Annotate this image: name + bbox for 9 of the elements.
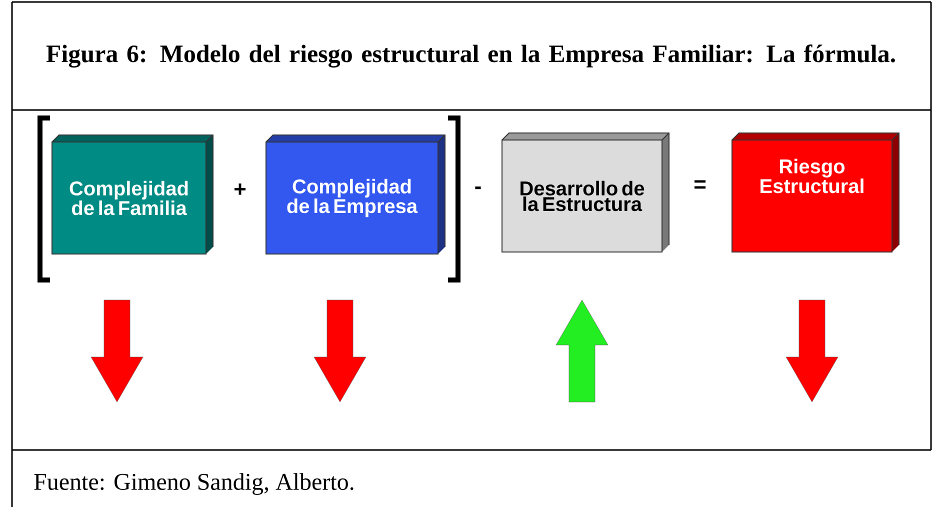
figure-title: Figura 6: Modelo del riesgo estructural en la Empresa Familiar: La fórmula. [46, 44, 895, 68]
block-box: Riesgo Estructural [732, 132, 900, 252]
block-box: Complejidad de la Familia [52, 134, 214, 254]
block-box: Complejidad de la Empresa [266, 134, 446, 254]
operator-sign: - [475, 186, 481, 190]
block-box: Desarrollo de la Estructura [502, 132, 670, 252]
operator-sign: + [234, 184, 246, 195]
source-caption: Fuente: Gimeno Sandig, Alberto. [34, 473, 354, 495]
operator-sign: = [694, 180, 706, 189]
